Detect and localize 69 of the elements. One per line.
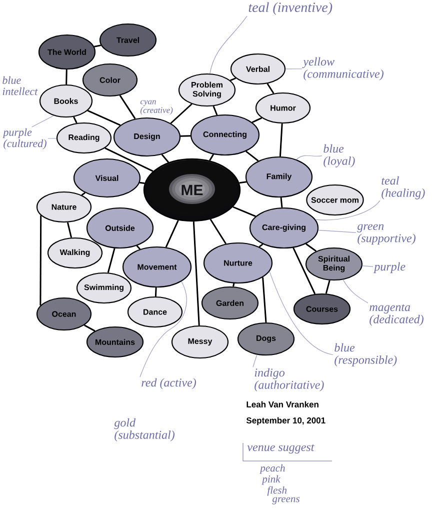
- leader-line: [269, 271, 334, 356]
- connector-line: [232, 206, 256, 217]
- handwritten-note: teal (healing): [382, 176, 425, 200]
- handwritten-note: greens: [272, 497, 300, 504]
- date-text: September 10, 2001: [246, 417, 326, 426]
- leader-line: [285, 68, 302, 70]
- connector-line: [232, 283, 235, 287]
- connector-line: [279, 124, 283, 156]
- connector-line: [136, 245, 141, 250]
- handwritten-note: red (active): [142, 378, 196, 390]
- connector-line: [239, 181, 247, 184]
- author-name: Leah Van Vranken: [246, 401, 318, 408]
- connector-line: [107, 248, 116, 273]
- connector-line: [119, 95, 136, 120]
- connector-line: [140, 182, 145, 184]
- handwritten-note: venue suggest: [247, 444, 314, 454]
- connector-line: [40, 215, 42, 306]
- connector-line: [87, 110, 121, 126]
- handwritten-note: blue (loyal): [324, 144, 355, 168]
- connector-line: [180, 135, 190, 137]
- handwritten-note: cyan (creative): [140, 100, 173, 115]
- connector-line: [292, 247, 316, 294]
- leader-line: [362, 266, 374, 267]
- leader-line: [32, 115, 54, 128]
- handwritten-note: purple (cultured): [2, 128, 46, 150]
- handwritten-note: green (supportive): [357, 224, 416, 245]
- connector-line: [81, 192, 86, 196]
- leader-line: [48, 138, 57, 139]
- connector-line: [306, 243, 317, 252]
- connector-line: [212, 106, 218, 116]
- connector-line: [104, 147, 154, 172]
- leader-line: [210, 16, 248, 74]
- connector-line: [325, 280, 330, 294]
- connector-line: [66, 70, 68, 84]
- leader-line: [140, 281, 187, 378]
- handwritten-note: pink: [262, 475, 280, 485]
- connector-line: [258, 244, 264, 248]
- connector-line: [73, 116, 78, 124]
- connector-line: [192, 222, 200, 326]
- handwritten-note: yellow (communicative): [302, 57, 384, 80]
- connector-line: [280, 197, 283, 208]
- connector-line: [165, 220, 179, 248]
- connector-line: [154, 288, 157, 296]
- handwritten-note: blue intellect: [2, 76, 38, 96]
- connector-line: [209, 154, 214, 161]
- connector-line: [66, 222, 72, 238]
- connector-line: [170, 103, 192, 124]
- connector-line: [266, 83, 274, 94]
- connector-line: [84, 324, 96, 332]
- handwritten-note: peach: [260, 464, 285, 474]
- leader-line: [252, 354, 258, 368]
- connector-line: [210, 218, 226, 244]
- connector-line: [262, 277, 267, 322]
- handwritten-note: flesh: [267, 486, 287, 496]
- handwritten-note: gold (substantial): [114, 418, 174, 442]
- leader-line: [318, 230, 356, 233]
- connector-line: [246, 150, 259, 162]
- leader-line: [296, 155, 322, 160]
- connector-line: [230, 77, 236, 82]
- leader-line: [315, 200, 380, 220]
- connector-line: [94, 44, 102, 48]
- handwritten-note: blue (responsible): [334, 343, 397, 366]
- connector-line: [252, 117, 262, 124]
- handwritten-note: indigo (authoritative): [254, 368, 324, 392]
- connector-line: [161, 154, 170, 163]
- leader-line: [342, 279, 368, 304]
- handwritten-note: magenta (dedicated): [370, 304, 424, 326]
- handwritten-note: teal (inventive): [248, 2, 332, 15]
- handwritten-note: purple: [374, 262, 406, 274]
